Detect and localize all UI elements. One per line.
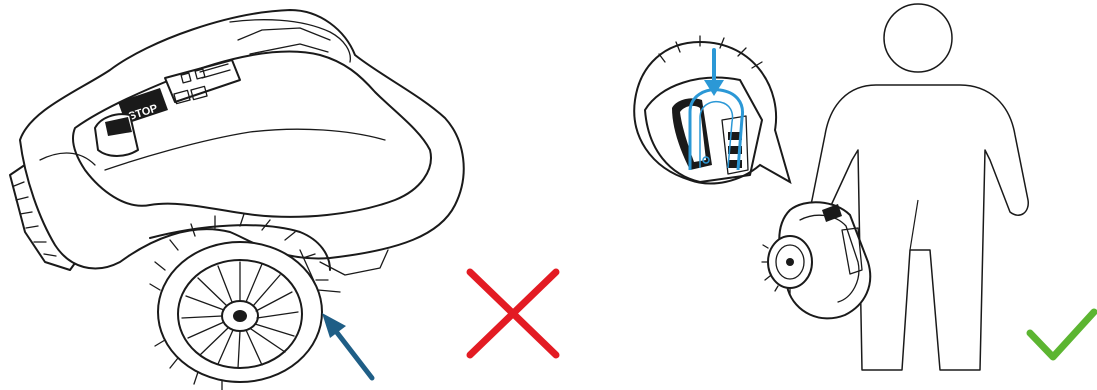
carried-mower — [762, 202, 870, 318]
checkmark-icon — [1030, 312, 1094, 357]
mower-illustration-wrong: STOP — [10, 10, 464, 390]
handle-detail-callout — [634, 36, 790, 184]
arrow-icon — [322, 313, 372, 378]
cross-icon — [470, 272, 556, 355]
